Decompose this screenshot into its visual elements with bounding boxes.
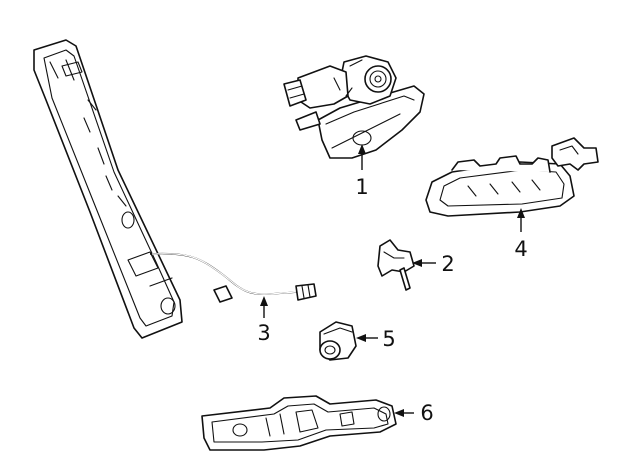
callout-1: 1: [355, 175, 368, 199]
leader-lines: [260, 144, 525, 417]
part-5-camera-module: [319, 321, 357, 361]
part-1-actuator-assembly: [283, 55, 425, 159]
callout-6: 6: [420, 401, 433, 425]
callout-2: 2: [441, 252, 454, 276]
part-2-sensor-clip: [377, 239, 415, 291]
callout-3: 3: [257, 321, 270, 345]
part-3-bracket-with-harness: [33, 39, 317, 339]
part-4-handle-housing: [425, 137, 599, 217]
callout-4: 4: [514, 237, 527, 261]
part-6-mounting-plate: [201, 395, 397, 451]
callout-5: 5: [382, 327, 395, 351]
